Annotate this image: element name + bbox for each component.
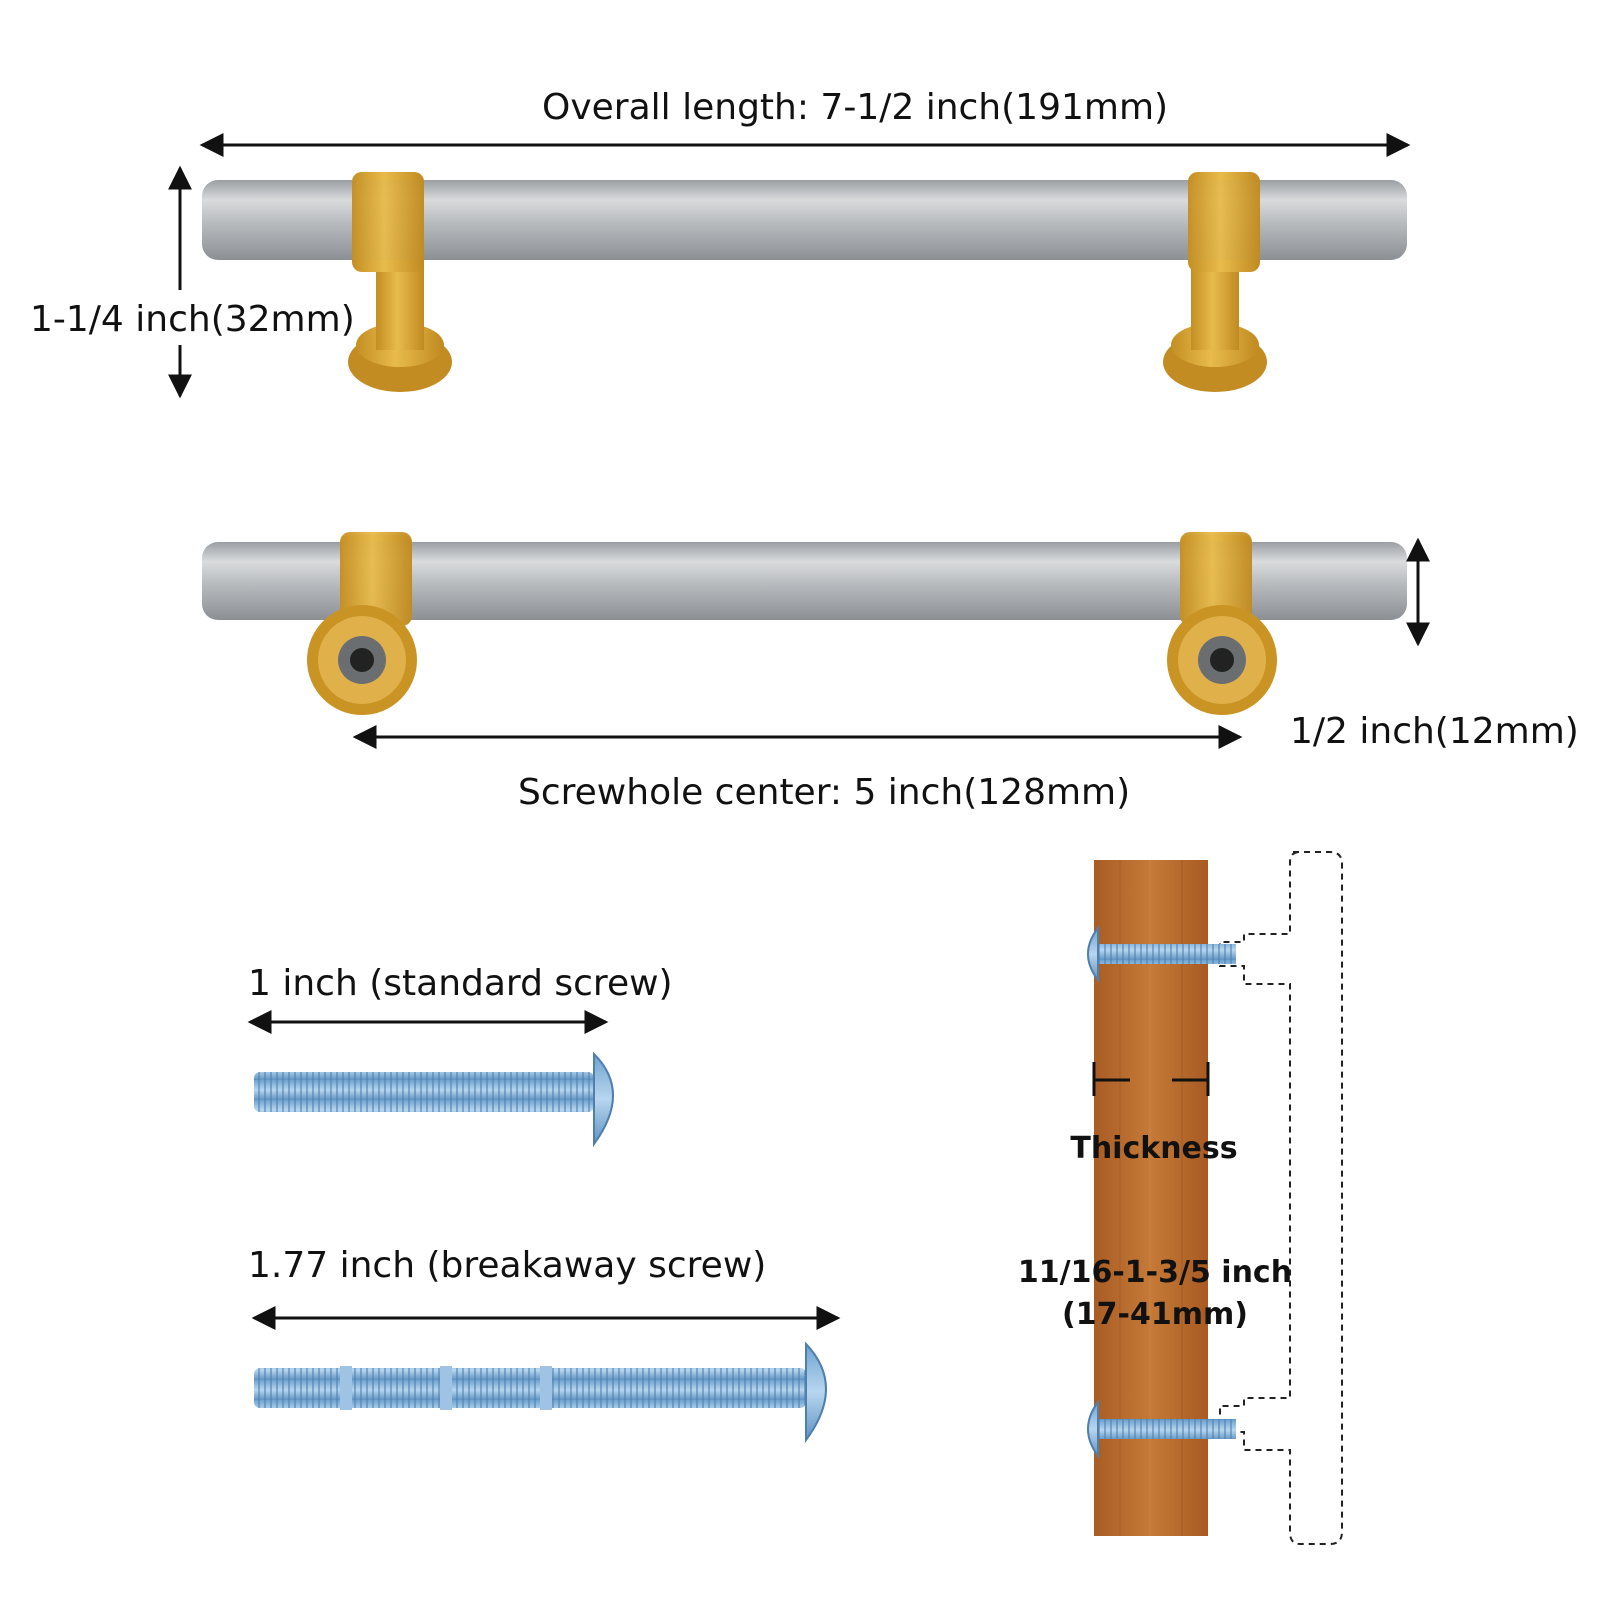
height-label: 1-1/4 inch(32mm) [30,299,355,340]
overall-length-label: Overall length: 7-1/2 inch(191mm) [542,87,1169,128]
handle-top [168,133,1411,399]
diameter-label: 1/2 inch(12mm) [1290,711,1579,752]
left-screw-hole [307,605,417,715]
bar-bottom [202,542,1407,620]
handle-bottom [202,532,1430,749]
bar-top [202,180,1407,260]
thickness-indicator [1092,1062,1210,1096]
breakaway-screw-label: 1.77 inch (breakaway screw) [248,1245,767,1286]
thickness-range-mm-label: (17-41mm) [1062,1297,1248,1332]
handle-outline-dashed [1219,851,1343,1545]
standard-screw-label: 1 inch (standard screw) [248,963,673,1004]
breakaway-screw [251,1306,841,1444]
standard-screw [247,1010,614,1148]
door-diagram [1087,851,1343,1545]
thickness-range-label: 11/16-1-3/5 inch [1017,1255,1293,1290]
screwhole-center-label: Screwhole center: 5 inch(128mm) [518,772,1131,813]
right-screw-hole [1167,605,1277,715]
thickness-label: Thickness [1070,1131,1238,1166]
